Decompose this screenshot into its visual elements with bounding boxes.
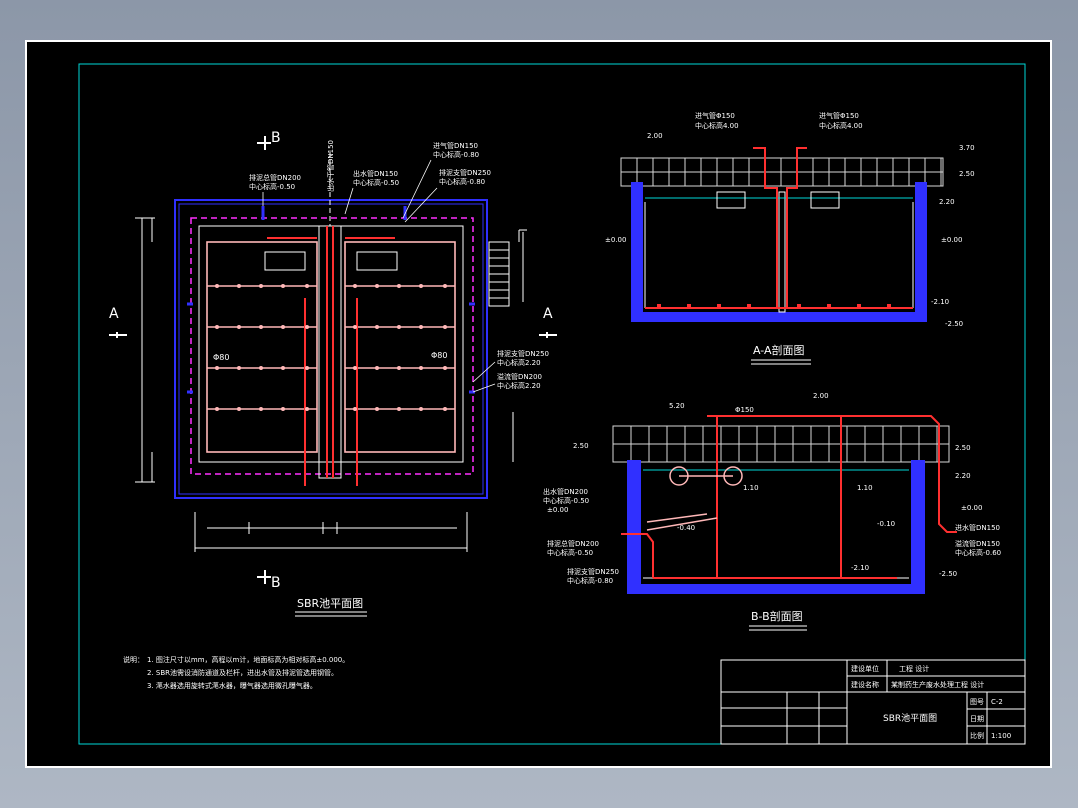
aa-level-m2-50: -2.50: [945, 320, 963, 328]
plan-label-mid-top-1: 出水管DN150: [353, 169, 398, 178]
title-block: 建设单位 工程 设计 建设名称 某制药生产废水处理工程 设计 图号 C-2 日期…: [720, 659, 1026, 745]
bb-title: B-B剖面图: [751, 609, 803, 623]
bb-left-label-5: 排泥支管DN250: [567, 567, 619, 576]
bb-level-1-10-right: 1.10: [857, 484, 873, 492]
notes-line-3: 3. 滗水器选用旋转式滗水器，曝气器选用微孔曝气器。: [147, 681, 317, 690]
bb-right-label-3: 进水管DN150: [955, 523, 1000, 532]
bb-left-label-4: 中心标高-0.50: [547, 548, 593, 557]
bb-level-m0-10: -0.10: [877, 520, 895, 528]
bb-level-m0-40: -0.40: [677, 524, 695, 532]
aa-pipe2-elev: 中心标高4.00: [819, 121, 863, 130]
notes-line-2: 2. SBR池需设消防通道及栏杆，进出水管及排泥管选用钢管。: [147, 668, 338, 677]
plan-label-right-top-2: 中心标高-0.80: [433, 150, 479, 159]
notes-line-1: 1. 图注尺寸以mm，高程以m计，地面标高为相对标高±0.000。: [147, 655, 349, 664]
tb-f1v: C-2: [991, 698, 1003, 706]
tb-r1c1: 建设单位: [851, 664, 879, 673]
section-mark-a-left: A: [109, 306, 119, 322]
tb-f2: 日期: [970, 715, 984, 723]
bb-right-label-1: 溢流管DN150: [955, 539, 1000, 548]
aa-decanter-right: [810, 191, 840, 209]
tb-r2c2: 某制药生产废水处理工程 设计: [891, 680, 984, 689]
bb-level-2-20: 2.20: [955, 472, 971, 480]
plan-label-left-top-1: 排泥总管DN200: [249, 173, 301, 182]
bb-level-5-20: 5.20: [669, 402, 685, 410]
cad-drawing: B B A A Φ80 Φ80 排泥总管DN200 中心标高-0.50 出水管D…: [78, 63, 1026, 745]
section-aa: 进气管Φ150 中心标高4.00 进气管Φ150 中心标高4.00 2.00 3…: [605, 111, 975, 365]
plan-vertical-pipe-label: 出水干管DN150: [326, 140, 335, 192]
inner-border: [78, 63, 1026, 745]
bb-level-0-00-right: ±0.00: [961, 504, 982, 512]
aa-level-2-20: 2.20: [939, 198, 955, 206]
bb-left-label-3: 排泥总管DN200: [547, 539, 599, 548]
aa-decanter-left: [716, 191, 746, 209]
section-mark-b-bottom: B: [271, 575, 281, 591]
notes: 说明： 1. 图注尺寸以mm，高程以m计，地面标高为相对标高±0.000。 2.…: [123, 655, 349, 690]
aa-level-0-00-right: ±0.00: [941, 236, 962, 244]
decanter-right: [356, 251, 398, 271]
plan-phi80-left: Φ80: [213, 353, 229, 362]
bb-level-m2-10: -2.10: [851, 564, 869, 572]
bb-left-label-2: 中心标高-0.50: [543, 496, 589, 505]
decanter-left: [264, 251, 306, 271]
plan-outer-wall: [174, 199, 488, 499]
plan-label-right-mid-2: 中心标高2.20: [497, 358, 541, 367]
tb-r2c1: 建设名称: [851, 680, 879, 689]
plan-label-right-top-1: 进气管DN150: [433, 141, 478, 150]
aa-pipe1-elev: 中心标高4.00: [695, 121, 739, 130]
aa-level-m2-10: -2.10: [931, 298, 949, 306]
bb-level-1-10-left: 1.10: [743, 484, 759, 492]
tb-f1: 图号: [970, 698, 984, 706]
section-mark-b-top: B: [271, 130, 281, 146]
plan-tank: [198, 225, 464, 463]
plan-title: SBR池平面图: [297, 597, 363, 610]
section-bb: 5.20 Φ150 2.00 2.50 2.50 2.20 1.10 1.10 …: [543, 392, 1001, 631]
section-mark-a-right: A: [543, 306, 553, 322]
drawing-sheet: B B A A Φ80 Φ80 排泥总管DN200 中心标高-0.50 出水管D…: [25, 40, 1052, 768]
tb-f3v: 1:100: [991, 732, 1011, 740]
plan-label-left-top-2: 中心标高-0.50: [249, 182, 295, 191]
plan-label-right-top-3: 排泥支管DN250: [439, 168, 491, 177]
bb-level-2-50-left: 2.50: [573, 442, 589, 450]
bb-level-2-50-right: 2.50: [955, 444, 971, 452]
aa-pipe1: 进气管Φ150: [695, 111, 735, 120]
aa-level-2-50: 2.50: [959, 170, 975, 178]
bb-left-label-1: 出水管DN200: [543, 487, 588, 496]
plan-label-right-mid-3: 溢流管DN200: [497, 372, 542, 381]
tb-drawing-name: SBR池平面图: [883, 712, 937, 724]
bb-level-0-00-left: ±0.00: [547, 506, 568, 514]
aa-level-3-70: 3.70: [959, 144, 975, 152]
bb-pipe-top: Φ150: [735, 406, 754, 414]
tb-f3: 比例: [970, 731, 984, 740]
plan-label-mid-top-2: 中心标高-0.50: [353, 178, 399, 187]
notes-head: 说明：: [123, 655, 144, 664]
plan-phi80-right: Φ80: [431, 351, 447, 360]
aa-level-0-00-left: ±0.00: [605, 236, 626, 244]
tb-r1c2: 工程 设计: [899, 664, 929, 673]
bb-left-label-6: 中心标高-0.80: [567, 576, 613, 585]
plan-label-right-mid-1: 排泥支管DN250: [497, 349, 549, 358]
plan-walkway: [190, 217, 474, 475]
plan-view: B B A A Φ80 Φ80 排泥总管DN200 中心标高-0.50 出水管D…: [109, 130, 557, 617]
aa-title: A-A剖面图: [753, 343, 805, 357]
aa-pipe2: 进气管Φ150: [819, 111, 859, 120]
plan-label-right-mid-4: 中心标高2.20: [497, 381, 541, 390]
bb-level-2-00: 2.00: [813, 392, 829, 400]
bb-level-m2-50: -2.50: [939, 570, 957, 578]
plan-label-right-top-4: 中心标高-0.80: [439, 177, 485, 186]
aa-level-2-00: 2.00: [647, 132, 663, 140]
bb-right-label-2: 中心标高-0.60: [955, 548, 1001, 557]
